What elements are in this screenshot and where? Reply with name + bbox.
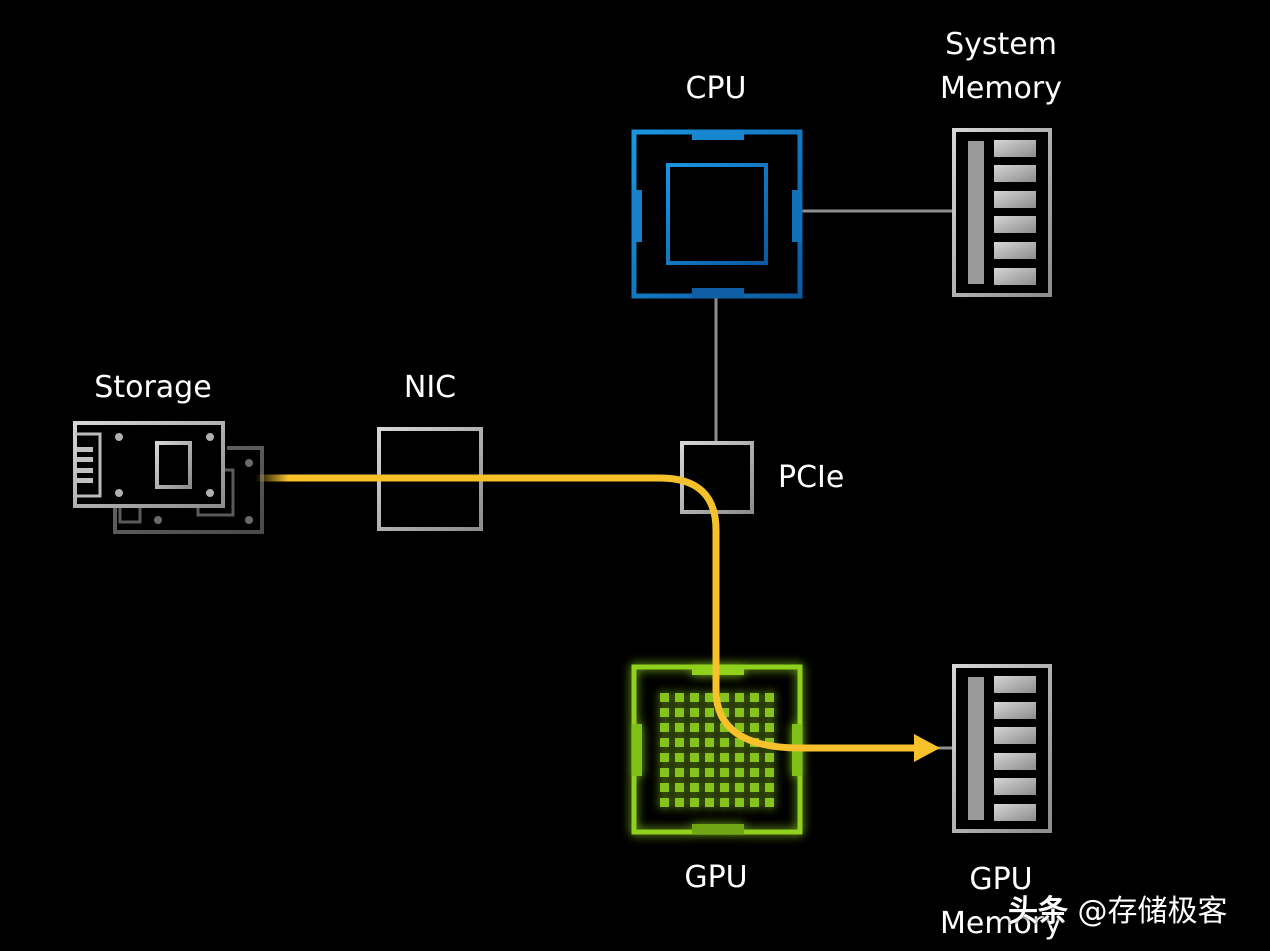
gpu-core [675,753,684,762]
gpu-core [735,708,744,717]
gpu-core [735,783,744,792]
gpu-core [660,783,669,792]
system-memory-label-line1: System [945,27,1057,62]
gpu-core [675,783,684,792]
gpu-core [705,753,714,762]
gpu-core [690,693,699,702]
gpu-label: GPU [684,860,748,895]
gpu-core [675,708,684,717]
gpu-memory-label-line2: Memory [939,906,1062,941]
gpu-core [690,798,699,807]
gpu-core [720,723,729,732]
system-memory-icon [952,128,1052,297]
gpu-core [660,723,669,732]
gpu-core [720,753,729,762]
gpu-core [750,768,759,777]
gpu-core [765,798,774,807]
cpu-icon [631,129,803,299]
storage-label: Storage [94,370,212,405]
gpu-core [735,693,744,702]
gpu-core [720,768,729,777]
gpu-core [750,798,759,807]
gpu-core [660,693,669,702]
gpu-core [690,753,699,762]
gpu-core [765,693,774,702]
gpu-memory-icon [952,664,1052,833]
cpu-label: CPU [685,71,747,106]
watermark-handle: @存储极客 [1077,894,1228,929]
gpu-core [690,738,699,747]
gpu-core [690,783,699,792]
gpu-core [735,723,744,732]
gpu-core [660,798,669,807]
arrowhead-icon [914,734,940,762]
watermark: 头条 @存储极客 [1008,886,1228,930]
pcie-label: PCIe [778,460,845,495]
gpu-core [735,738,744,747]
watermark-brand: 头条 [1008,894,1068,929]
data-path-arrow [251,474,940,762]
gpu-core [660,708,669,717]
gpu-core [705,708,714,717]
gpu-core [690,723,699,732]
system-memory-label: System Memory [921,23,1081,111]
gpu-core [660,768,669,777]
gpu-core [720,693,729,702]
gpu-core [765,768,774,777]
gpu-core [735,798,744,807]
gpu-core [750,753,759,762]
gpu-core [735,753,744,762]
gpu-core [720,708,729,717]
gpu-core [705,693,714,702]
gpu-core [660,753,669,762]
gpu-core [765,753,774,762]
storage-icon [73,421,264,534]
gpu-core [750,723,759,732]
gpu-core [720,783,729,792]
gpu-core [720,738,729,747]
gpu-core [705,783,714,792]
gpu-core [705,798,714,807]
system-memory-label-line2: Memory [939,71,1062,106]
gpu-core-grid [660,693,774,807]
gpu-core [705,723,714,732]
gpu-core [765,723,774,732]
gpu-core [660,738,669,747]
pcie-switch-icon [680,441,754,514]
gpu-core [765,783,774,792]
gpu-core [705,768,714,777]
gpu-core [675,768,684,777]
gpu-core [675,798,684,807]
gpu-core [675,693,684,702]
gpu-core [750,708,759,717]
gpu-core [690,708,699,717]
gpu-core [750,693,759,702]
gpu-core [690,768,699,777]
gpu-core [735,768,744,777]
gpu-core [705,738,714,747]
gpu-memory-label: GPU Memory [921,858,1081,946]
gpu-core [750,783,759,792]
gpu-core [720,798,729,807]
gpu-memory-label-line1: GPU [969,862,1033,897]
gpu-core [765,708,774,717]
gpu-core [675,738,684,747]
gpu-core [675,723,684,732]
nic-label: NIC [403,370,457,405]
